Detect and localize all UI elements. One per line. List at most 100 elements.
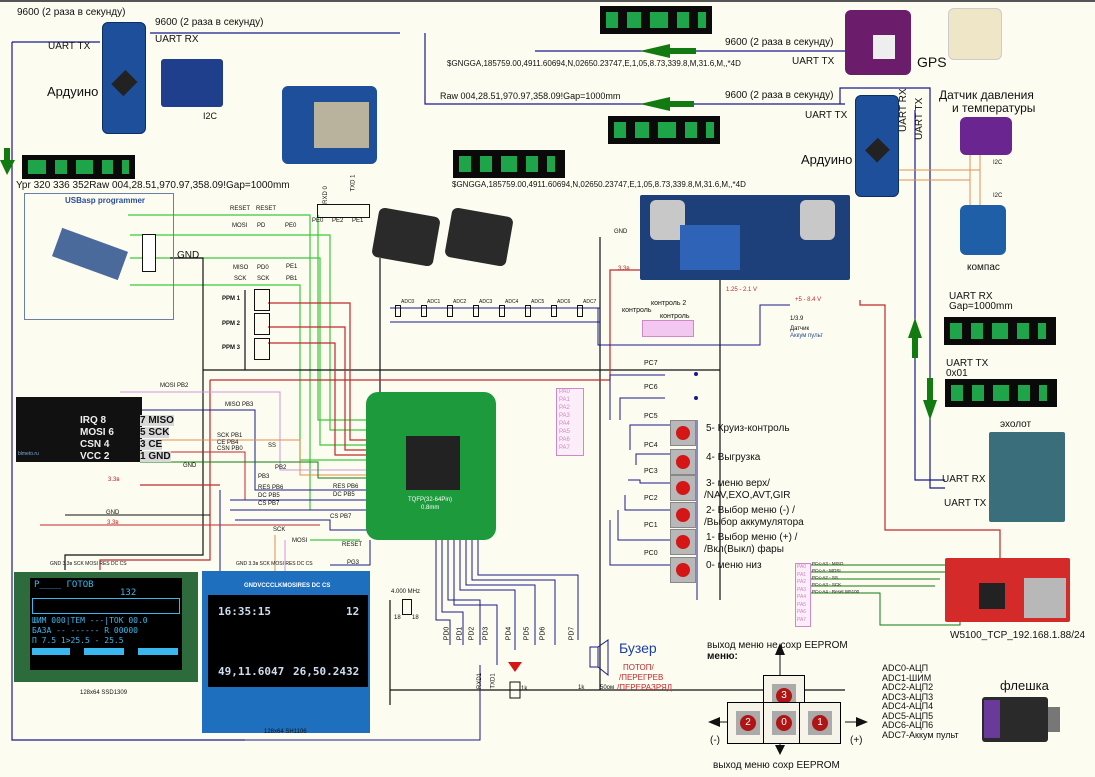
oled1-line-3: БАЗА -- ------ R 00000 [32,626,138,635]
spi-dc-label: DC PB5 [258,493,280,499]
button-function-label: 4- Выгрузка [706,452,761,463]
adc-resistor-icon [421,305,427,317]
menu-exit-no-save: выход меню не сохр EEPROM [707,640,848,651]
usbasp-sig-reset-b: RESET [256,206,277,212]
oled-3v3-label: 3.3в [107,520,119,526]
w5100-connection-label: PC<-A3 - SCK [812,582,842,587]
w5100-pa-label: PA6 [797,609,807,615]
adc-channel-label: ADC2 [453,299,467,305]
nrf24-pin-left: VCC 2 [80,451,110,462]
spi-cs2-label: CS PB7 [330,514,352,520]
oled1-bar-3 [138,648,178,655]
menu-key-down[interactable]: 0 [763,702,805,744]
control3-label: контроль [660,313,690,320]
usbasp-sig-pb1: PB1 [286,276,298,282]
w5100-caption: W5100_TCP_192.168.1.88/24 [950,630,1086,641]
oled-gnd-label: GND [106,510,120,516]
pushbutton-pc2[interactable] [670,502,696,528]
oled2-count: 12 [346,605,360,618]
pushbutton-pc4[interactable] [670,449,696,475]
power-range-label: 1.25 - 2.1 V [726,287,758,293]
portd-pin-label: PD3 [482,626,490,641]
oled2-lat: 49,11.6047 [218,665,285,678]
menu-key-minus[interactable]: 2 [727,702,769,744]
button-function-label-2: /NAV,EXO,AVT,GIR [704,490,791,501]
porta-pin-label: PA7 [559,445,570,451]
porta-pin-label: PA3 [559,413,570,419]
w5100-pa-label: PA4 [797,594,807,600]
usbasp-sig-pe1: PE1 [286,264,298,270]
button-port-label: PC0 [644,550,658,557]
menu-key-plus[interactable]: 1 [799,702,841,744]
adc-channel-label: ADC3 [479,299,493,305]
adc-resistor-icon [473,305,479,317]
arduino-nano-left [102,22,146,134]
spi-sck2-label: SCK [273,527,286,533]
gps-uart-tx-label: UART TX [792,56,835,67]
adc-resistor-icon [395,305,401,317]
oled1-line-2: ШИМ 000|ТЕМ ---|ТОК 00.0 [32,616,148,625]
oled1-board: Р____ ГОТОВ 132 ШИМ 000|ТЕМ ---|ТОК 00.0… [14,572,198,682]
usbasp-sig-sck2: SCK [257,276,270,282]
spi-mosi-label: MOSI PB2 [160,383,189,389]
portd-pin-label: PD2 [468,626,476,641]
port-terminal-dot [694,372,698,376]
uart-tx-label: UART TX [48,41,91,52]
echo-sounder-board [989,432,1065,522]
arduino-nano-right [855,95,899,197]
w5100-connection-label: PC<-A - MOSI [812,568,841,573]
echo-pin-rx: UART RX [942,474,986,485]
battery-voltage-label: +5 - 8.4 V [795,297,822,303]
adc-resistor-icon [499,305,505,317]
w5100-pa-label: PA0 [797,564,807,570]
port-terminal-dot [694,396,698,400]
adc-resistor-icon [577,305,583,317]
nrf24-gnd-label: GND [183,463,197,469]
gps-antenna [948,8,1002,60]
w5100-connection-label: PC<-A4 - Reset W5100 [812,589,860,594]
oled1-caption: 128x64 SSD1309 [80,690,128,696]
menu-exit-save: выход меню сохр EEPROM [713,760,840,771]
oled1-bar-1 [32,648,70,655]
echo-pin-tx: UART TX [944,498,987,509]
adc-channel-label: ADC7 [583,299,597,305]
spi-csn-label: CSN PB0 [217,446,243,452]
oled2-silk: GNDVCCCLKMOSIRES DC CS [244,583,331,589]
arduino-left-label: Ардуино [47,84,99,99]
gps-baud-label: 9600 (2 раза в секунду) [725,37,834,48]
mcu-name: TQFP(32-64Pin) [408,497,453,503]
buzzer-res-50: 50ом [600,685,615,691]
nrf24-pin-right: 7 MISO [140,415,174,426]
button-function-label: 1- Выбор меню (+) / [706,532,798,543]
esp-pad-pe0: PE0 [312,218,324,224]
echo-hex: 0x01 [946,368,968,379]
uart-rx-vert-label: UART RX [898,88,909,132]
oled1-header-pins: GND 3.3в SCK MOSI RES DC CS [50,561,127,567]
pushbutton-pc5[interactable] [670,420,696,446]
i2c-pressure-label: I2C [993,160,1003,166]
pushbutton-pc1[interactable] [670,529,696,555]
uart-tx-vert-label: UART TX [914,97,925,140]
oled1-line-0: Р____ ГОТОВ [34,580,94,590]
arduino-right-label: Ардуино [801,152,853,167]
nrf24-pin-left: CSN 4 [80,439,110,450]
led-res-label: 1k [521,686,528,692]
button-function-label: 0- меню низ [706,560,762,571]
menu-key-up-label: 3 [776,688,792,704]
imu-sensor-board [161,59,223,107]
button-port-label: PC1 [644,522,658,529]
portd-pin-label: PD0 [443,626,451,641]
adc-legend-item: ADC6-АЦП6 [882,720,934,730]
usbasp-sig-miso: MISO [233,265,249,271]
menu-key-plus-label: 1 [812,715,828,731]
pushbutton-pc3[interactable] [670,475,696,501]
uart-signal-strip-raw [608,116,720,144]
w5100-pa-label: PA5 [797,601,807,608]
adc-channel-label: ADC5 [531,299,545,305]
pushbutton-pc0[interactable] [670,557,696,583]
